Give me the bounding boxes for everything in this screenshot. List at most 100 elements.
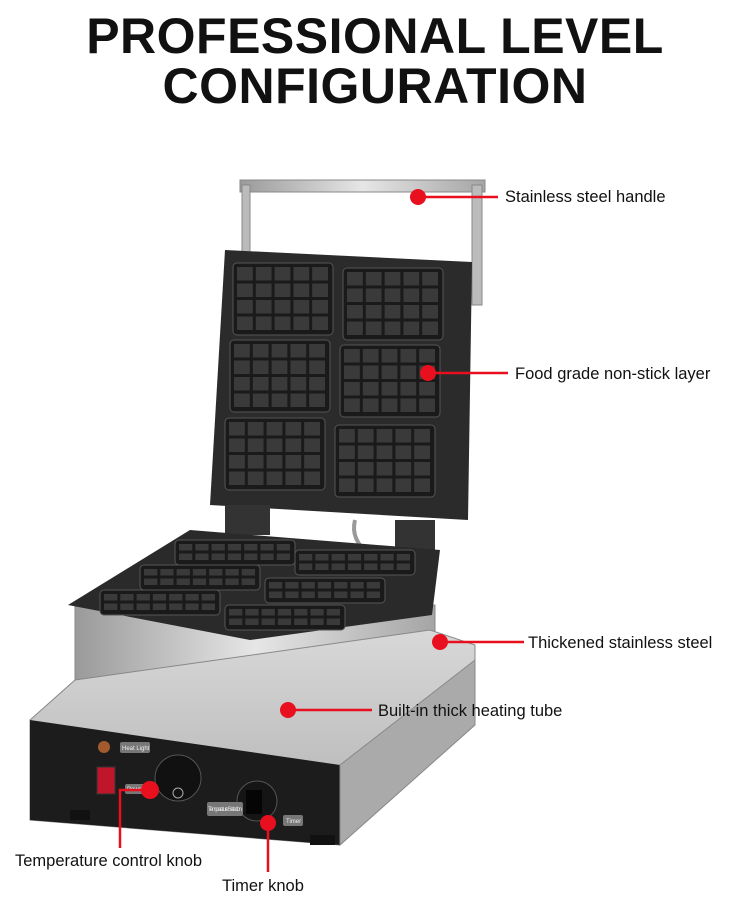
waffle-square [403, 305, 420, 319]
waffle-square [229, 422, 245, 436]
waffle-square [274, 267, 291, 281]
waffle-square [277, 618, 292, 625]
waffle-square [414, 478, 430, 492]
waffle-square [344, 398, 360, 412]
waffle-cell [264, 577, 386, 604]
waffle-square [269, 582, 283, 589]
waffle-square [419, 382, 435, 396]
waffle-square [234, 393, 250, 407]
waffle-square [201, 603, 215, 610]
waffle-square [395, 429, 412, 443]
waffle-square [350, 591, 364, 598]
waffle-square [160, 578, 174, 585]
label-temp-knob: Temperature control knob [15, 852, 203, 870]
waffle-square [403, 288, 420, 302]
waffle-square [192, 569, 207, 576]
callout-markers [118, 189, 524, 872]
waffle-square [414, 445, 430, 459]
waffle-square [120, 594, 134, 601]
headline-line-2: CONFIGURATION [162, 58, 588, 114]
waffle-square [234, 360, 250, 374]
waffle-square [293, 316, 310, 330]
waffle-square [396, 563, 410, 570]
waffle-square [315, 563, 329, 570]
waffle-square [136, 594, 150, 601]
callout-dot-nonstick [420, 365, 436, 381]
waffle-square [315, 554, 329, 561]
waffle-square [266, 438, 283, 452]
waffle-square [237, 267, 253, 281]
waffle-square [247, 455, 264, 469]
waffle-cell [139, 564, 261, 591]
waffle-square [334, 582, 348, 589]
waffle-square [312, 300, 328, 314]
waffle-square [285, 582, 299, 589]
waffle-square [241, 578, 255, 585]
waffle-square [285, 422, 302, 436]
waffle-square [255, 283, 272, 297]
waffle-square [376, 478, 393, 492]
waffle-square [384, 272, 401, 286]
waffle-square [414, 429, 430, 443]
waffle-square [365, 321, 382, 335]
waffle-square [195, 544, 209, 551]
waffle-square [229, 438, 245, 452]
waffle-square [362, 382, 379, 396]
waffle-square [384, 288, 401, 302]
waffle-square [400, 365, 417, 379]
waffle-square [395, 445, 412, 459]
waffle-square [176, 569, 190, 576]
waffle-square [395, 478, 412, 492]
waffle-square [237, 300, 253, 314]
waffle-square [234, 377, 250, 391]
waffle-square [255, 300, 272, 314]
waffle-square [195, 553, 209, 560]
waffle-square [339, 445, 355, 459]
waffle-square [271, 344, 288, 358]
waffle-square [247, 471, 264, 485]
waffle-square [285, 438, 302, 452]
waffle-square [380, 554, 394, 561]
temperature-knob[interactable] [154, 754, 202, 802]
waffle-square [290, 344, 307, 358]
waffle-square [261, 609, 275, 616]
waffle-square [120, 603, 134, 610]
waffle-square [152, 594, 167, 601]
waffle-square [365, 305, 382, 319]
waffle-square [293, 300, 310, 314]
waffle-square [290, 393, 307, 407]
waffle-square [347, 321, 363, 335]
label-handle: Stainless steel handle [505, 188, 666, 206]
waffle-square [260, 553, 274, 560]
waffle-square [285, 591, 299, 598]
callout-dot-temp [141, 781, 159, 799]
waffle-cell [174, 539, 296, 566]
waffle-square [422, 305, 438, 319]
waffle-square [277, 609, 292, 616]
waffle-square [364, 563, 378, 570]
waffle-square [209, 569, 223, 576]
waffle-square [339, 429, 355, 443]
waffle-square [285, 455, 302, 469]
waffle-square [104, 603, 118, 610]
waffle-square [344, 382, 360, 396]
waffle-square [255, 267, 272, 281]
waffle-square [381, 365, 398, 379]
waffle-square [317, 582, 332, 589]
waffle-cell [294, 549, 416, 576]
callout-dot-steel [432, 634, 448, 650]
waffle-square [366, 582, 380, 589]
callout-dot-handle [410, 189, 426, 205]
waffle-square [271, 377, 288, 391]
waffle-square [365, 272, 382, 286]
waffle-cell [224, 604, 346, 631]
heat-light-label: Heat Light [122, 746, 150, 752]
callout-dot-heating [280, 702, 296, 718]
waffle-square [331, 563, 345, 570]
waffle-square [185, 594, 199, 601]
power-switch[interactable] [96, 766, 116, 795]
waffle-square [362, 398, 379, 412]
waffle-square [310, 618, 324, 625]
waffle-square [376, 445, 393, 459]
waffle-square [192, 578, 207, 585]
